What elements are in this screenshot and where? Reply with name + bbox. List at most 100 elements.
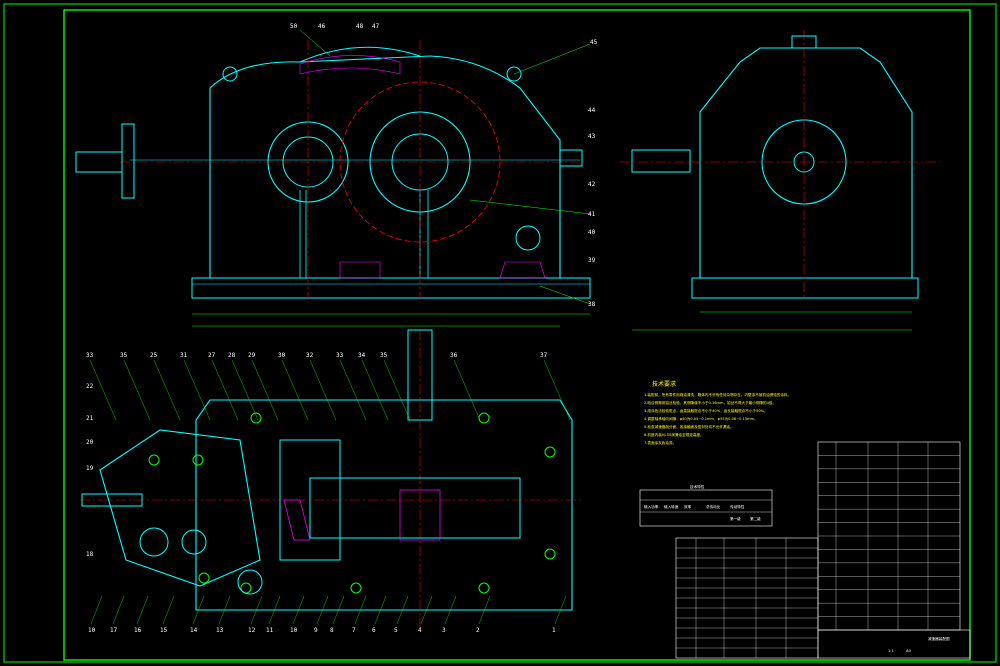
- front-leader-41: [469, 199, 591, 215]
- front-leader-50: [299, 29, 331, 57]
- plan-bolt-4: [478, 412, 490, 424]
- balloon-top-1: 35: [120, 352, 128, 359]
- leader-bottom-1: [112, 595, 125, 625]
- note-line-3: 3.用涂色法检验斑点，齿高接触斑点不小于40%，齿长接触斑点不小于50%。: [644, 408, 768, 413]
- balloon-45: 45: [590, 39, 598, 46]
- spec-table-header: 输入功率输入转速效率总传动比传动特性第一级第二级: [644, 504, 761, 521]
- plan-bolt-5: [544, 446, 556, 458]
- spec-table-frame: [639, 489, 773, 527]
- leader-top-10: [361, 359, 389, 421]
- balloon-bottom-16: 2: [476, 627, 480, 634]
- front-sight-glass: [515, 225, 541, 251]
- notes-title: 技术要求: [652, 380, 676, 388]
- balloon-43: 43: [588, 133, 596, 140]
- leader-bottom-8: [292, 595, 305, 625]
- leader-bottom-5: [218, 595, 231, 625]
- title-scale: 1:1: [888, 649, 894, 653]
- leader-top-6: [251, 359, 279, 421]
- leader-bottom-11: [354, 595, 367, 625]
- front-leader-45: [513, 43, 591, 75]
- front-input-shaft: [75, 151, 123, 173]
- balloon-38: 38: [588, 301, 596, 308]
- front-hatch-foot-left: [339, 261, 381, 279]
- balloon-left-0: 22: [86, 383, 94, 390]
- note-line-5: 5.检查减速器剖分面、各接触面及密封处均不允许漏油。: [644, 424, 734, 429]
- front-hatch-foot-right: [499, 261, 546, 279]
- balloon-left-1: 21: [86, 415, 94, 422]
- balloon-bottom-2: 16: [134, 627, 142, 634]
- balloon-46: 46: [318, 23, 326, 30]
- balloon-bottom-10: 8: [330, 627, 334, 634]
- leader-top-9: [339, 359, 367, 421]
- leader-bottom-12: [374, 595, 387, 625]
- balloon-top-13: 37: [540, 352, 548, 359]
- side-input-shaft: [631, 149, 691, 173]
- plan-bore-left: [139, 527, 169, 557]
- balloon-bottom-0: 10: [88, 627, 96, 634]
- spec-header-4: 传动特性: [730, 504, 745, 509]
- balloon-bottom-5: 13: [216, 627, 224, 634]
- technical-notes: 技术要求 1.装配前，所有零件用煤油清洗，箱体内不许有任何杂物存在。内壁涂不被机…: [644, 380, 791, 445]
- leader-bottom-7: [268, 595, 281, 625]
- outer-border: [3, 3, 997, 663]
- front-base: [191, 277, 591, 299]
- leader-top-5: [231, 359, 259, 421]
- note-line-1: 1.装配前，所有零件用煤油清洗，箱体内不许有任何杂物存在。内壁涂不被机油侵蚀的涂…: [644, 392, 791, 397]
- side-breather: [791, 35, 817, 49]
- balloon-41: 41: [588, 211, 596, 218]
- front-leader-38: [539, 285, 591, 305]
- note-line-2: 2.啮合侧隙用铅丝检验，其侧隙值不小于0.16mm，铅丝不得大于最小侧隙的4倍。: [644, 400, 776, 405]
- leader-top-7: [281, 359, 309, 421]
- notes-lines: 1.装配前，所有零件用煤油清洗，箱体内不许有任何杂物存在。内壁涂不被机油侵蚀的涂…: [644, 392, 791, 445]
- plan-gear-hatch-2: [399, 489, 441, 541]
- spec-table-title: 技术特性: [690, 484, 705, 489]
- title-block-frame: [817, 629, 971, 659]
- front-lug-left: [222, 66, 238, 82]
- balloon-left-3: 19: [86, 465, 94, 472]
- spec-subheader-4: 第一级: [730, 516, 741, 521]
- side-base: [691, 277, 919, 299]
- note-line-7: 7.表面涂灰色油漆。: [644, 440, 676, 445]
- balloon-top-8: 32: [306, 352, 314, 359]
- balloon-44: 44: [588, 107, 596, 114]
- balloon-left-2: 20: [86, 439, 94, 446]
- front-housing: [209, 55, 561, 278]
- balloon-39: 39: [588, 257, 596, 264]
- front-hatch-cover: [299, 55, 401, 75]
- balloon-bottom-8: 10: [290, 627, 298, 634]
- leader-top-8: [309, 359, 337, 421]
- front-cover: [299, 46, 421, 63]
- balloon-50: 50: [290, 23, 298, 30]
- front-input-cap: [121, 123, 135, 199]
- note-line-4: 4.调整轴承轴向间隙：φ40为0.05~0.1mm，φ55为0.08~0.15m…: [644, 416, 758, 421]
- balloon-bottom-1: 17: [110, 627, 118, 634]
- plan-bolt-2: [192, 454, 204, 466]
- leader-top-1: [123, 359, 151, 421]
- balloon-top-6: 29: [248, 352, 256, 359]
- balloon-top-12: 36: [450, 352, 458, 359]
- leader-bottom-6: [250, 595, 263, 625]
- balloon-bottom-13: 5: [394, 627, 398, 634]
- title-block: 减速器装配图 1:1 A0: [675, 441, 971, 659]
- leader-bottom-9: [316, 595, 329, 625]
- leader-top-11: [383, 359, 411, 421]
- spec-subheader-5: 第二级: [750, 516, 761, 521]
- balloon-bottom-6: 12: [248, 627, 256, 634]
- leader-top-2: [153, 359, 181, 421]
- front-view: [75, 29, 591, 327]
- balloon-top-7: 30: [278, 352, 286, 359]
- plan-bolt-6: [544, 548, 556, 560]
- leader-bottom-4: [192, 595, 205, 625]
- plan-bolt-1: [148, 454, 160, 466]
- plan-gear-small: [279, 439, 341, 561]
- plan-bolt-10: [198, 572, 210, 584]
- leader-bottom-3: [162, 595, 175, 625]
- balloon-bottom-7: 11: [266, 627, 274, 634]
- balloon-top-11: 35: [380, 352, 388, 359]
- plan-bolt-8: [350, 582, 362, 594]
- balloon-47: 47: [372, 23, 380, 30]
